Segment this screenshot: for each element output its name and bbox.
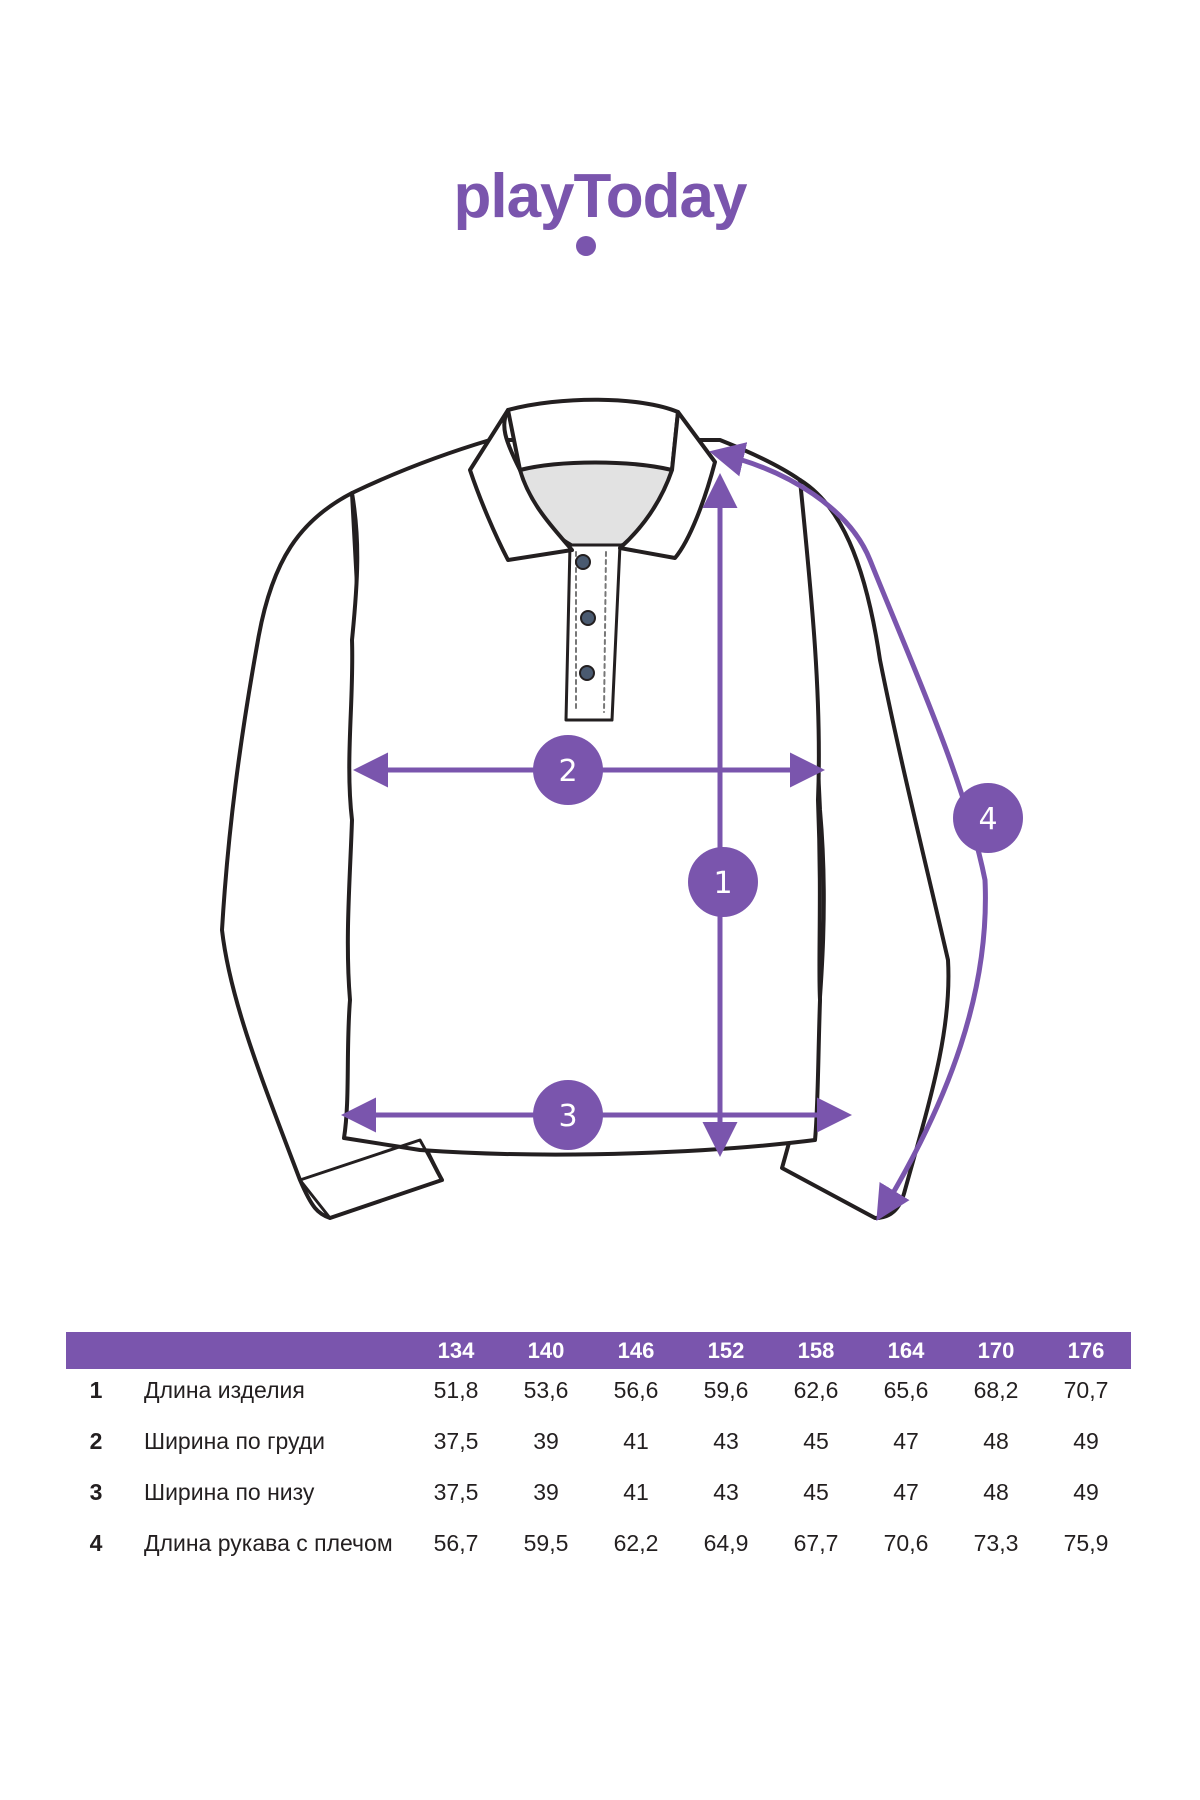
table-cell: 41: [623, 1479, 649, 1505]
row-number: 2: [89, 1428, 103, 1454]
table-cell: 65,6: [883, 1377, 929, 1403]
table-cell: 43: [713, 1428, 739, 1454]
table-cell: 53,6: [523, 1377, 569, 1403]
button-2: [580, 610, 596, 626]
header-blank-label: [126, 1332, 411, 1369]
table-cell: 56,7: [433, 1530, 479, 1556]
size-header-cell: 140: [501, 1332, 591, 1369]
brand-logo: playToday: [453, 162, 749, 256]
placket: [564, 543, 622, 722]
placket-stitch: [575, 551, 607, 713]
table-cell: 51,8: [433, 1377, 479, 1403]
table-cell: 73,3: [973, 1530, 1019, 1556]
size-header-cell: 170: [951, 1332, 1041, 1369]
marker-1: 1: [688, 847, 758, 917]
size-header-cell: 176: [1041, 1332, 1131, 1369]
table-cell: 39: [533, 1479, 559, 1505]
table-cell: 68,2: [973, 1377, 1019, 1403]
size-header-cell: 134: [411, 1332, 501, 1369]
table-row: 4 Длина рукава с плечом 56,7 59,5 62,2 6…: [66, 1514, 1131, 1565]
table-cell: 39: [533, 1428, 559, 1454]
marker-2: 2: [533, 735, 603, 805]
size-header-cell: 158: [771, 1332, 861, 1369]
table-cell: 56,6: [613, 1377, 659, 1403]
marker-4: 4: [953, 783, 1023, 853]
row-label: Ширина по низу: [144, 1479, 315, 1505]
svg-text:2: 2: [558, 754, 577, 789]
marker-3: 3: [533, 1080, 603, 1150]
row-label: Ширина по груди: [144, 1428, 326, 1454]
table-cell: 48: [983, 1479, 1009, 1505]
table-cell: 49: [1073, 1479, 1099, 1505]
table-cell: 59,5: [523, 1530, 569, 1556]
table-cell: 43: [713, 1479, 739, 1505]
button-1: [575, 554, 591, 570]
size-header-cell: 152: [681, 1332, 771, 1369]
left-cuff: [298, 1138, 444, 1220]
table-cell: 47: [893, 1428, 919, 1454]
size-header-cell: 146: [591, 1332, 681, 1369]
table-row: 3 Ширина по низу 37,5 39 41 43 45 47 48 …: [66, 1463, 1131, 1514]
table-cell: 70,6: [883, 1530, 929, 1556]
row-number: 3: [89, 1479, 103, 1505]
svg-text:3: 3: [558, 1099, 577, 1134]
table-row: 1 Длина изделия 51,8 53,6 56,6 59,6 62,6…: [66, 1369, 1131, 1412]
table-cell: 62,6: [793, 1377, 839, 1403]
table-cell: 64,9: [703, 1530, 749, 1556]
collar-left: [468, 408, 574, 562]
svg-text:1: 1: [713, 866, 732, 901]
logo-dot: [576, 236, 596, 256]
table-cell: 48: [983, 1428, 1009, 1454]
table-cell: 45: [803, 1479, 829, 1505]
logo-wordmark: playToday: [453, 162, 748, 231]
table-cell: 67,7: [793, 1530, 839, 1556]
size-header-cell: 164: [861, 1332, 951, 1369]
measure-line-4: [709, 442, 988, 1221]
table-cell: 47: [893, 1479, 919, 1505]
table-cell: 37,5: [433, 1479, 479, 1505]
table-cell: 75,9: [1063, 1530, 1109, 1556]
row-label: Длина изделия: [144, 1377, 305, 1403]
header-blank-num: [66, 1332, 126, 1369]
table-cell: 70,7: [1063, 1377, 1109, 1403]
table-cell: 62,2: [613, 1530, 659, 1556]
row-label: Длина рукава с плечом: [144, 1530, 393, 1556]
table-cell: 59,6: [703, 1377, 749, 1403]
table-cell: 49: [1073, 1428, 1099, 1454]
table-row: 2 Ширина по груди 37,5 39 41 43 45 47 48…: [66, 1412, 1131, 1463]
button-3: [579, 665, 595, 681]
table-cell: 41: [623, 1428, 649, 1454]
table-cell: 37,5: [433, 1428, 479, 1454]
svg-text:4: 4: [978, 802, 997, 837]
size-header-row: 134 140 146 152 158 164 170 176: [66, 1332, 1131, 1369]
size-chart-table: 134 140 146 152 158 164 170 176 1 Длина …: [66, 1332, 1131, 1565]
collar-band: [506, 397, 680, 472]
row-number: 4: [89, 1530, 103, 1556]
row-number: 1: [89, 1377, 103, 1403]
table-cell: 45: [803, 1428, 829, 1454]
